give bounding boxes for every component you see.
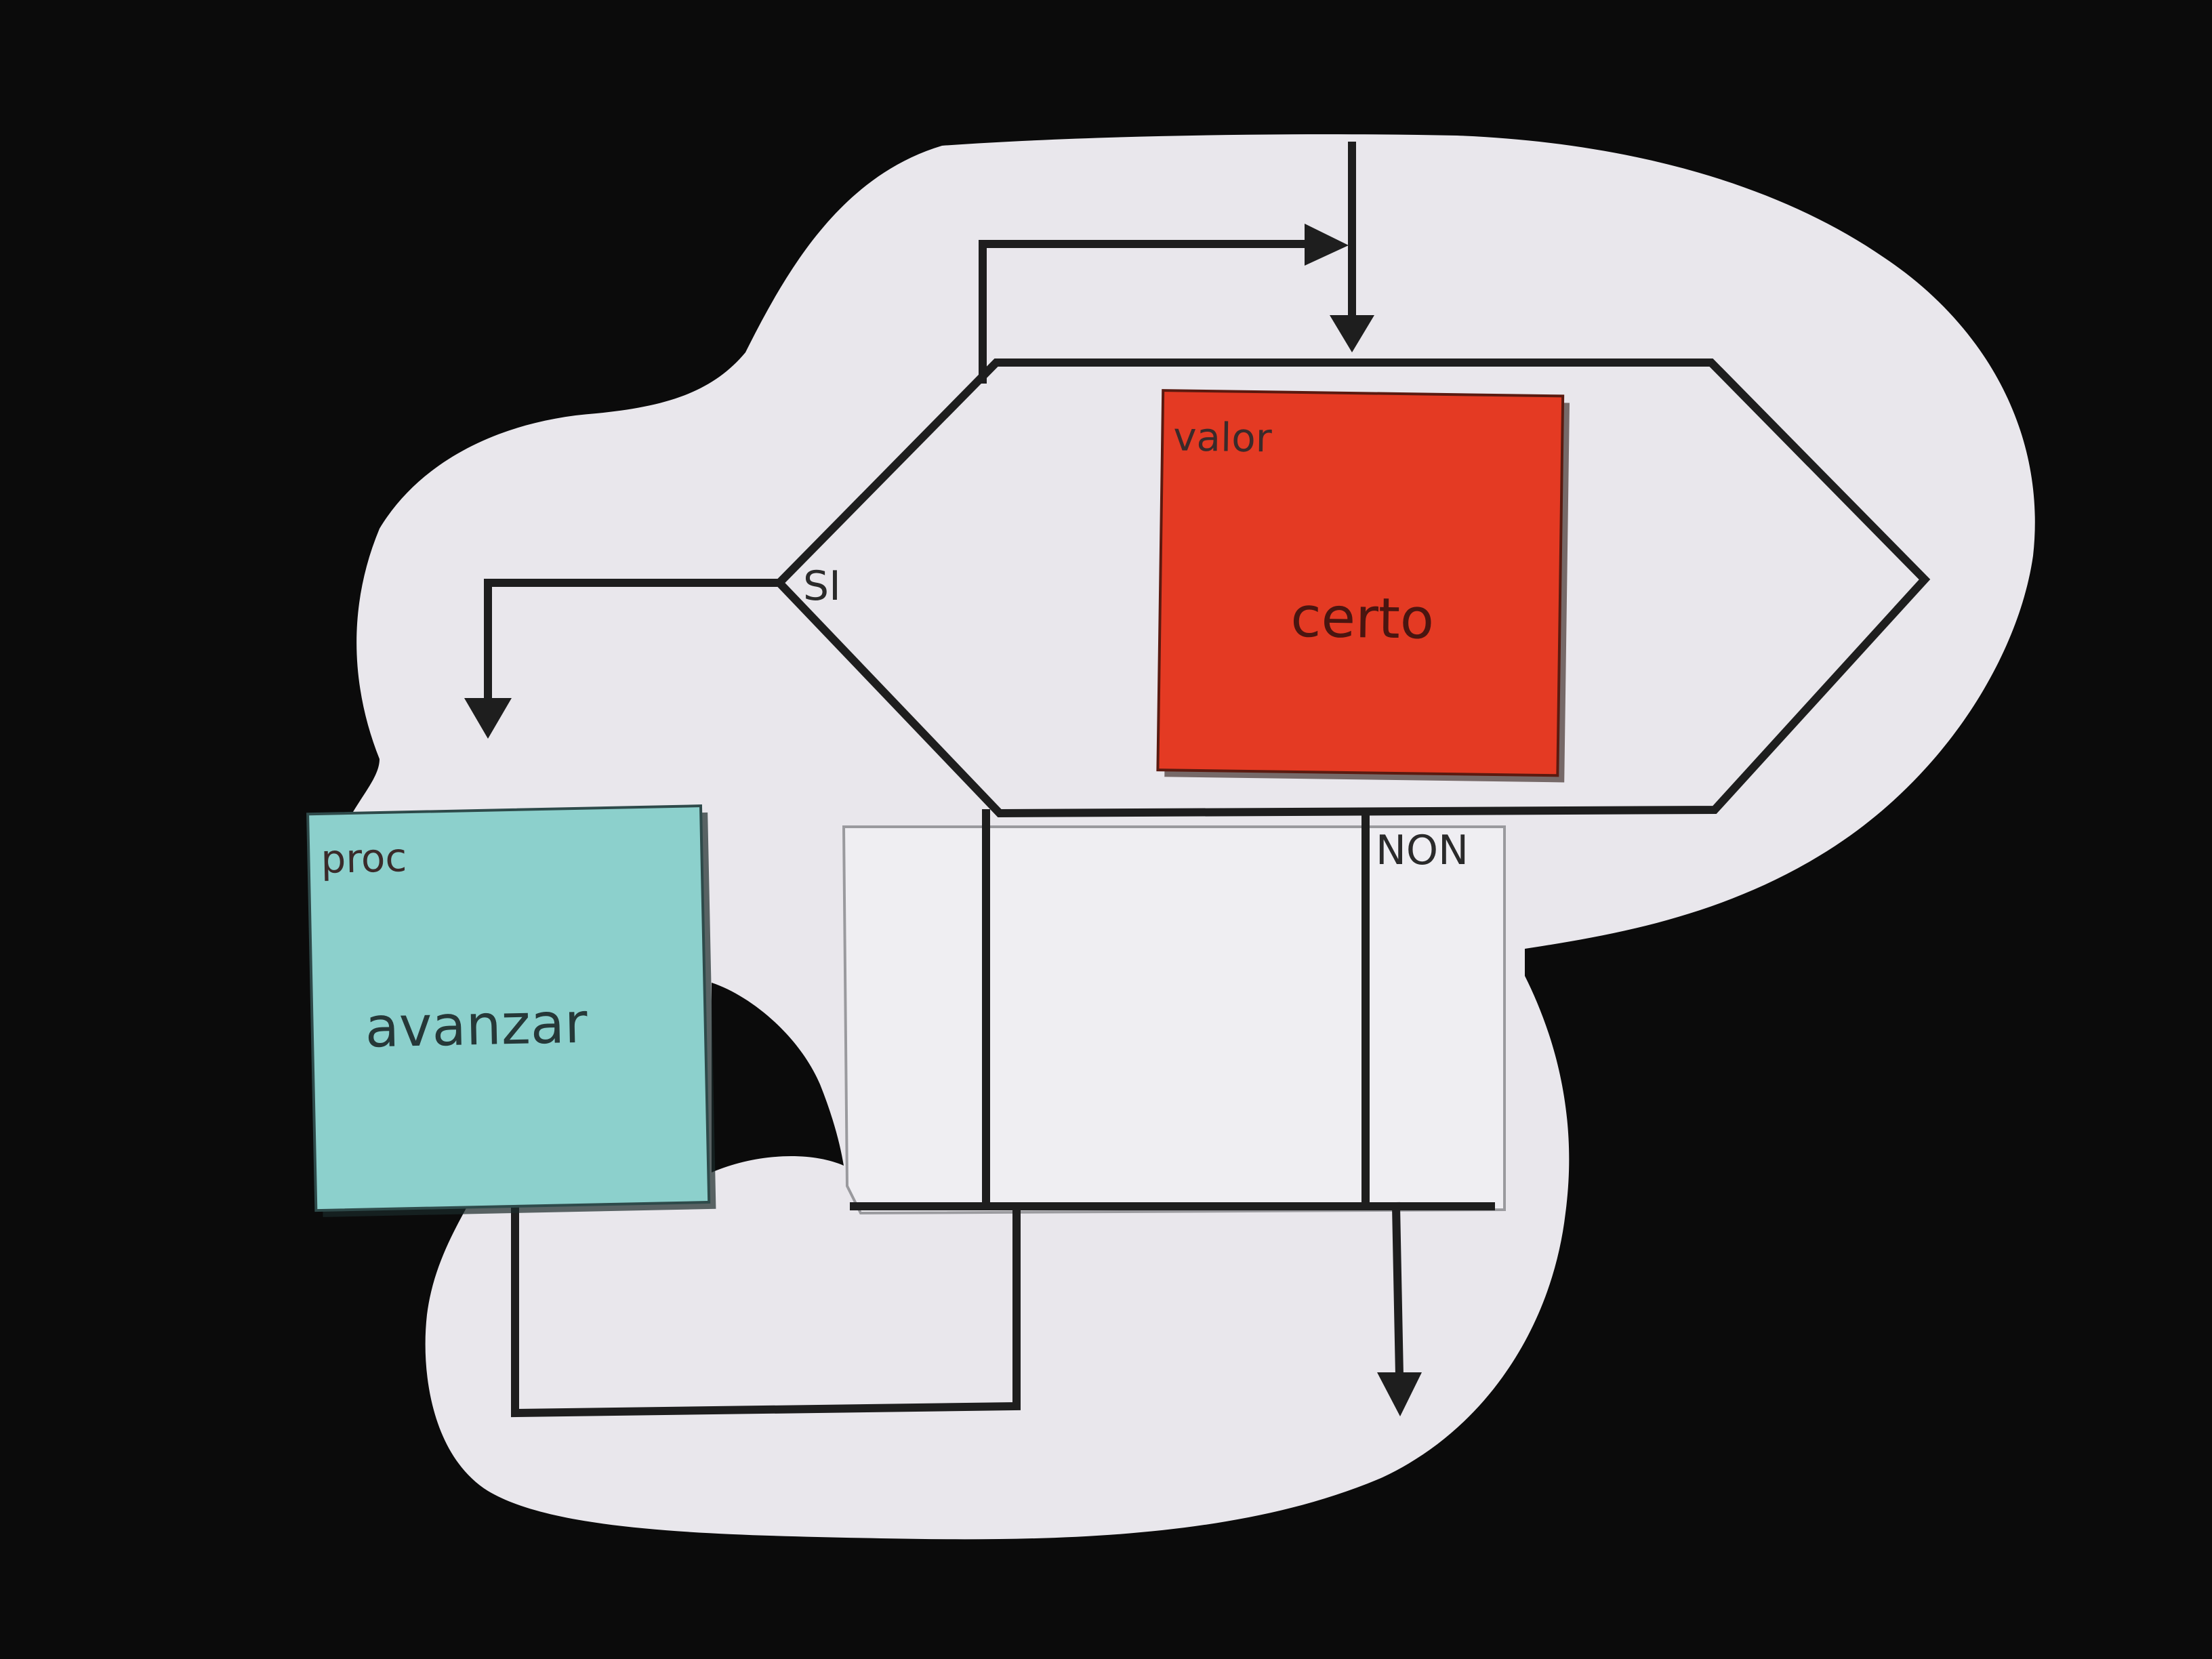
process-loop-line (511, 1189, 1021, 1418)
arrow-down-icon (464, 698, 512, 739)
yes-branch-line (484, 579, 783, 709)
value-card-tag: valor (1173, 413, 1272, 461)
yes-label: SI (803, 562, 841, 610)
value-card[interactable]: valor certo (1156, 389, 1570, 783)
arrowheads (464, 224, 1422, 1416)
exit-line (1391, 1202, 1404, 1380)
paper-cutout (712, 983, 844, 1172)
process-card[interactable]: proc avanzar (306, 804, 716, 1217)
paper-fold (842, 825, 1506, 1215)
value-card-text: certo (1290, 586, 1435, 652)
process-card-face (306, 804, 711, 1212)
process-card-tag: proc (321, 834, 407, 882)
arrow-down-icon (1330, 315, 1374, 352)
arrow-down-icon (1377, 1372, 1422, 1416)
process-card-text: avanzar (365, 991, 588, 1061)
arrow-right-icon (1305, 224, 1349, 266)
value-card-face (1156, 389, 1565, 777)
flow-lines (484, 142, 1931, 1418)
no-label: NON (1376, 827, 1469, 874)
loop-return-line (979, 240, 1319, 384)
